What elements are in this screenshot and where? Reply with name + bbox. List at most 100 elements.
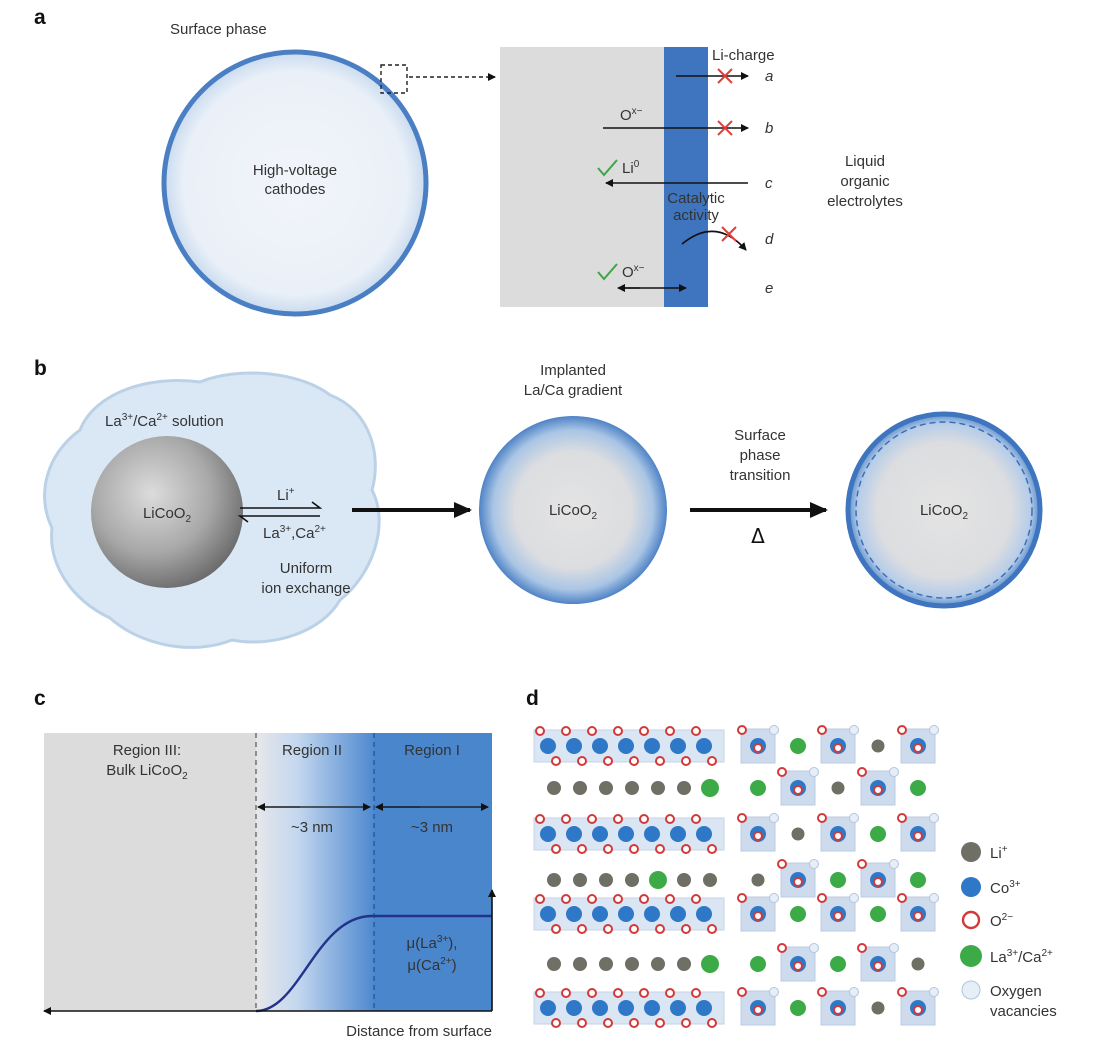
o-atom (551, 924, 561, 934)
o-atom (753, 1005, 763, 1015)
vacancy-site (889, 859, 899, 869)
la-ca-atom (649, 871, 667, 889)
region-iii-area (44, 733, 256, 1011)
co-atom (644, 906, 660, 922)
co-atom (670, 826, 686, 842)
o-atom (613, 814, 623, 824)
li-atom (625, 781, 639, 795)
o-atom (737, 987, 747, 997)
o-atom (857, 859, 867, 869)
la-ca-atom (790, 1000, 806, 1016)
transition-label-line3: transition (730, 467, 791, 484)
o-atom (629, 756, 639, 766)
o-atom (833, 1005, 843, 1015)
li-atom (871, 739, 885, 753)
reverse-half-arrow (237, 515, 320, 523)
co-atom (566, 1000, 582, 1016)
electrolyte-label-line1: Liquid (845, 153, 885, 170)
o-atom (629, 844, 639, 854)
o-atom (551, 756, 561, 766)
surface-phase-boundary (855, 421, 1033, 599)
la-ca-atom (790, 738, 806, 754)
o-atom (603, 756, 613, 766)
vacancy-site (849, 813, 859, 823)
legend-item-co: Co3+ (961, 877, 1021, 897)
final-particle (845, 411, 1043, 609)
o-atom (577, 756, 587, 766)
legend-label-vacancy-line1: Oxygen (990, 983, 1042, 1000)
vacancy-site (929, 725, 939, 735)
transition-label-line2: phase (740, 447, 781, 464)
li-atom (911, 957, 925, 971)
la-ca-atom (750, 956, 766, 972)
o-atom (665, 814, 675, 824)
li-atom (573, 781, 587, 795)
co-atom (696, 738, 712, 754)
co-atom (618, 738, 634, 754)
o-atom (561, 988, 571, 998)
li-atom (677, 781, 691, 795)
check-icon (597, 159, 618, 177)
li-atom (625, 873, 639, 887)
blocked-icon (717, 68, 733, 84)
panel-label-b: b (34, 357, 47, 380)
li0-label: Li0 (622, 159, 640, 177)
o-atom (655, 924, 665, 934)
li-atom (573, 957, 587, 971)
vacancy-site (889, 943, 899, 953)
o-atom (857, 767, 867, 777)
uniform-label-line1: Uniform (280, 560, 333, 577)
o-atom (639, 814, 649, 824)
o-atom (681, 844, 691, 854)
o-atom (873, 877, 883, 887)
o-atom (561, 726, 571, 736)
co-atom (696, 906, 712, 922)
cathode-bulk-zoom (500, 47, 666, 307)
li-atom (651, 781, 665, 795)
coo6-block (740, 990, 776, 1026)
la-ca-atom (750, 780, 766, 796)
o-atom (681, 924, 691, 934)
o-atom (913, 911, 923, 921)
o-atom (897, 725, 907, 735)
legend-label-co: Co3+ (990, 879, 1021, 897)
path-label-c: c (765, 175, 773, 192)
o-atom (707, 1018, 717, 1028)
solution-label: La3+/Ca2+ solution (105, 412, 224, 430)
co-atom (670, 1000, 686, 1016)
co-atom (566, 906, 582, 922)
o-atom (913, 743, 923, 753)
heat-symbol: Δ (751, 524, 765, 548)
o-atom (833, 743, 843, 753)
o-atom (655, 844, 665, 854)
o-atom (603, 844, 613, 854)
o-atom (639, 988, 649, 998)
final-licoo2-label: LiCoO2 (920, 502, 969, 522)
o-atom (817, 987, 827, 997)
co-atom (540, 906, 556, 922)
o-atom (681, 756, 691, 766)
legend-item-vacancy: Oxygen vacancies (961, 980, 1057, 1020)
co-atom (644, 738, 660, 754)
vacancy-swatch (961, 980, 981, 1000)
vacancy-site (809, 859, 819, 869)
uniform-label-line2: ion exchange (261, 580, 350, 597)
check-icon (597, 263, 618, 281)
la-ca-atom (870, 906, 886, 922)
la-ca-atom (910, 780, 926, 796)
vacancy-site (849, 893, 859, 903)
region-iii-label-line1: Region III: (113, 742, 181, 759)
o-atom (587, 814, 597, 824)
electrolyte-label-line3: electrolytes (827, 193, 903, 210)
co-atom (566, 826, 582, 842)
la-ca-atom (830, 872, 846, 888)
path-d-arrow (681, 230, 747, 251)
o-atom (691, 726, 701, 736)
surface-phase-label: Surface phase (170, 21, 267, 38)
o-atom (655, 756, 665, 766)
region-ii-label: Region II (282, 742, 342, 759)
co-atom (566, 738, 582, 754)
o-atom (873, 785, 883, 795)
co-atom (696, 1000, 712, 1016)
li-atom (831, 781, 845, 795)
